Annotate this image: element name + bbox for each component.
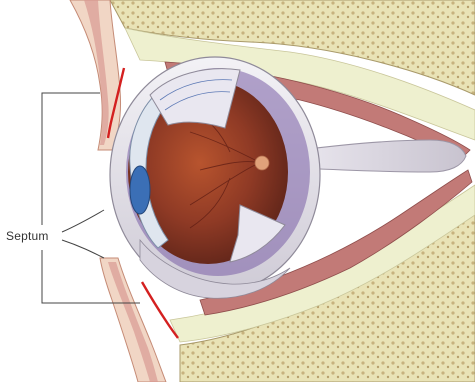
- optic-nerve: [300, 140, 466, 172]
- septum-lower-line: [142, 282, 178, 338]
- optic-disc: [255, 156, 269, 170]
- iris: [130, 166, 150, 214]
- septum-label: Septum: [6, 229, 49, 243]
